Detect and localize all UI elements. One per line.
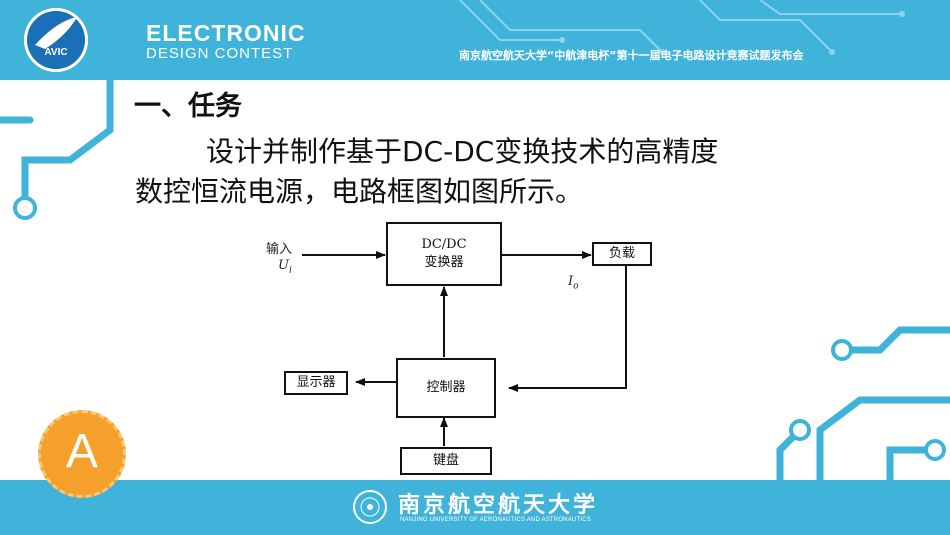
university-name-en: NANJING UNIVERSITY OF AERONAUTICS AND AS… (400, 517, 591, 523)
output-current-label: Io (568, 274, 579, 292)
controller-label: 控制器 (426, 380, 466, 395)
load-label: 负载 (608, 246, 635, 261)
input-voltage-label: Ui (278, 258, 292, 276)
badge-letter: A (65, 425, 98, 478)
diagram-connectors (302, 251, 627, 446)
dc-dc-converter-block: DC/DC 变换器 (386, 222, 502, 286)
contest-title-line1: ELECTRONIC (146, 20, 306, 46)
event-title: 南京航空航天大学“中航津电杯”第十一届电子电路设计竞赛试题发布会 (459, 49, 804, 62)
footer-bar (0, 480, 950, 535)
avic-logo: AVIC (24, 8, 88, 72)
keyboard-block: 键盘 (400, 447, 492, 475)
keyboard-label: 键盘 (432, 453, 459, 468)
input-label-text: 输入 (266, 242, 293, 257)
load-block: 负载 (592, 242, 652, 266)
block-diagram: 输入 Ui DC/DC 变换器 负载 Io 控制器 显示器 键盘 (262, 218, 662, 480)
display-block: 显示器 (284, 371, 348, 395)
display-label: 显示器 (296, 375, 336, 390)
task-description-line1: 设计并制作基于DC-DC变换技术的高精度 (206, 135, 719, 168)
task-description-line2: 数控恒流电源，电路框图如图所示。 (135, 175, 584, 208)
output-current-subscript: o (573, 281, 579, 292)
contest-title-line2: DESIGN CONTEST (146, 45, 294, 62)
section-heading: 一、任务 (134, 91, 242, 122)
input-label: 输入 (266, 238, 292, 257)
output-current-symbol: I (568, 274, 574, 289)
input-voltage-subscript: i (288, 265, 292, 276)
university-name-cn: 南京航空航天大学 (398, 492, 599, 518)
plane-icon (35, 17, 77, 49)
controller-block: 控制器 (396, 358, 496, 418)
converter-label-line2: 变换器 (424, 255, 464, 270)
input-voltage-symbol: U (278, 258, 289, 273)
logo-text: AVIC (44, 47, 68, 58)
converter-label-line1: DC/DC (421, 237, 467, 252)
section-badge: A (38, 410, 126, 498)
university-seal-icon (353, 490, 387, 524)
